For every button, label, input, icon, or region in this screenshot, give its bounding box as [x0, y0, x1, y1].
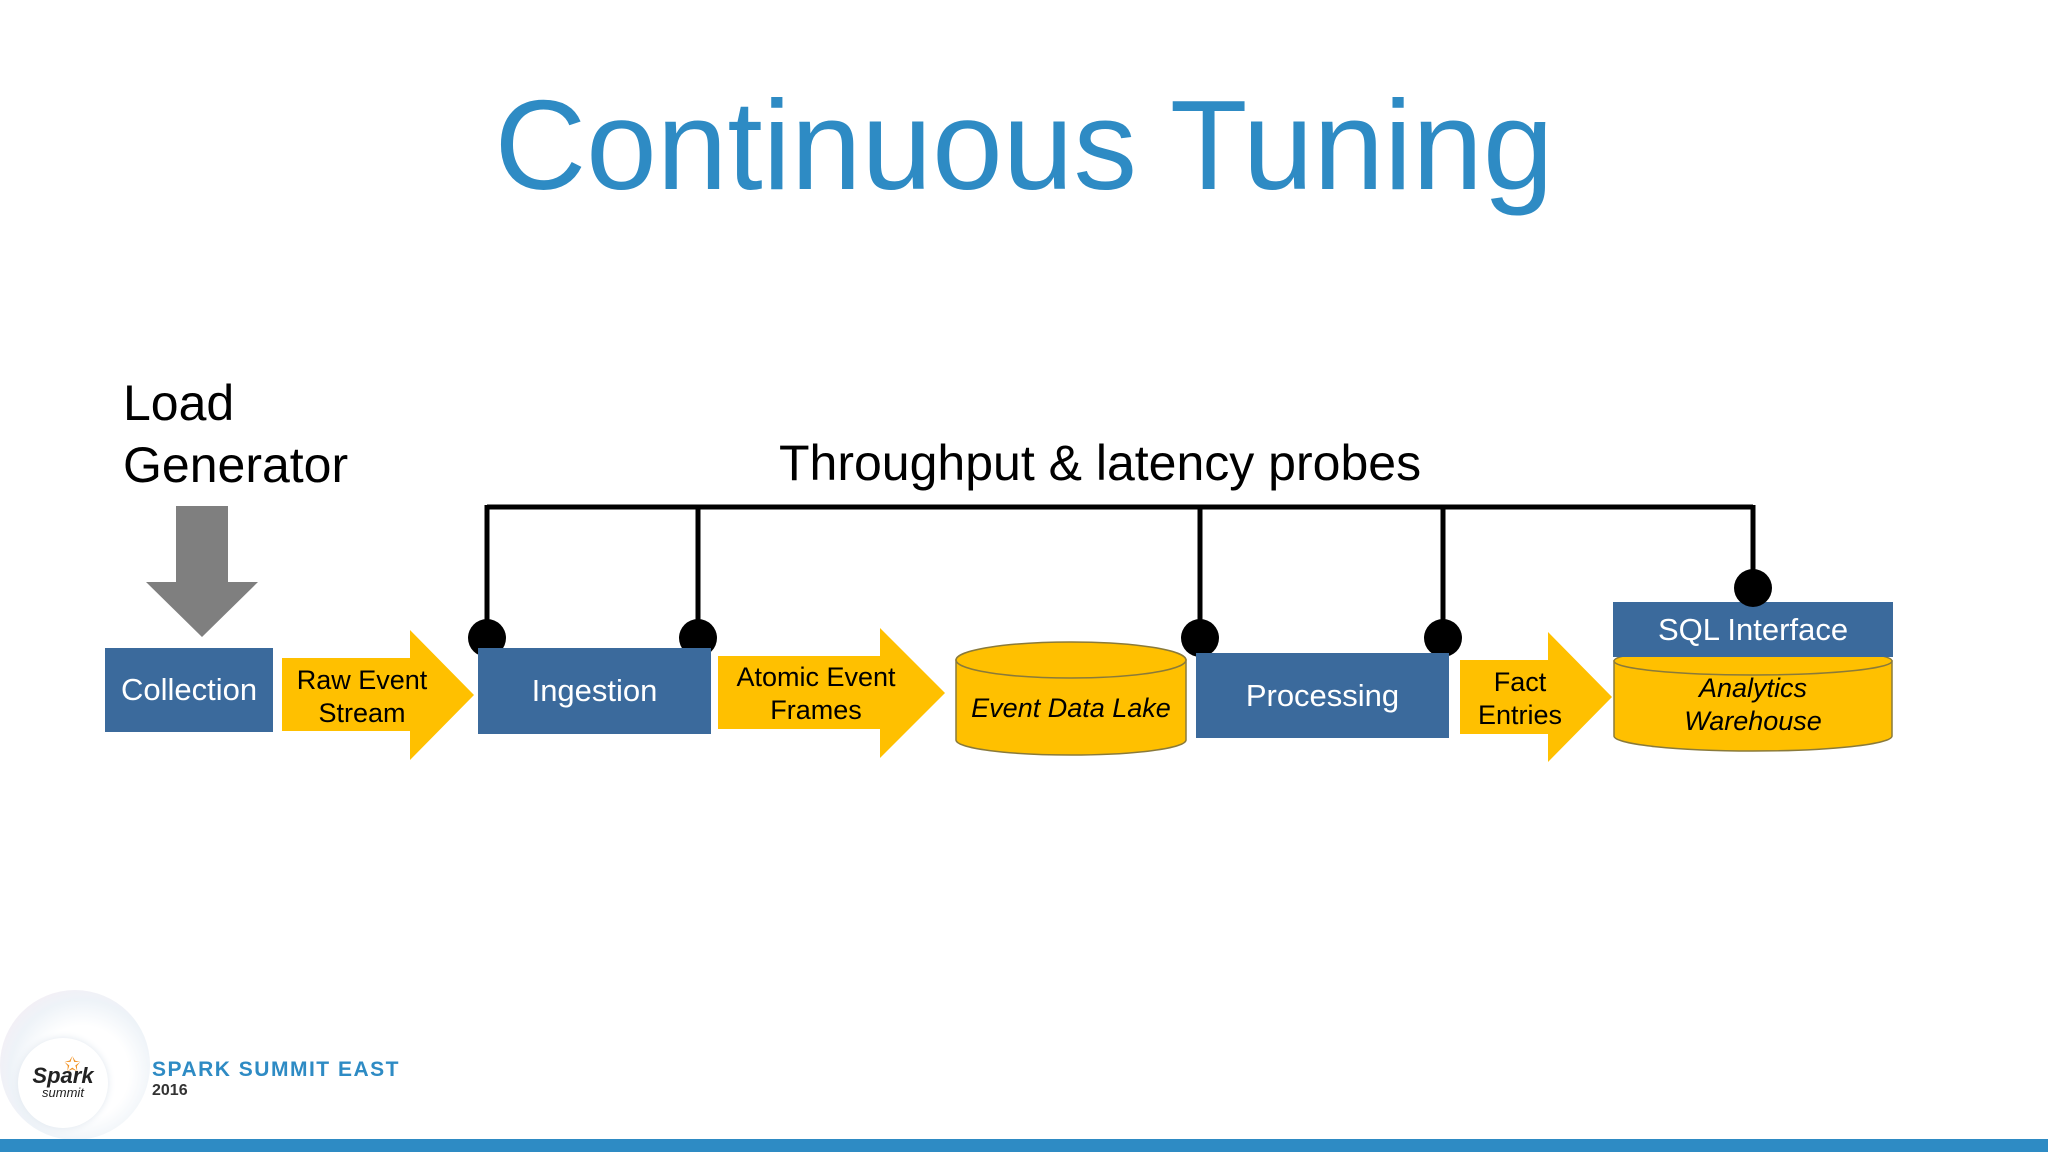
sql-interface-box: SQL Interface — [1613, 602, 1893, 657]
probe-dot — [1424, 619, 1462, 657]
load-generator-line2: Generator — [123, 437, 349, 493]
fact-entries-line2: Entries — [1477, 700, 1563, 730]
atomic-event-frames-line1: Atomic Event — [736, 662, 896, 692]
probes-label: Throughput & latency probes — [779, 435, 1422, 491]
event-data-lake-label: Event Data Lake — [971, 693, 1171, 723]
raw-event-stream-label: Raw Event Stream — [282, 664, 442, 730]
probe-bracket — [484, 504, 1756, 638]
analytics-warehouse-line2: Warehouse — [1684, 706, 1822, 736]
event-data-lake-cylinder — [955, 641, 1187, 756]
event-name: SPARK SUMMIT EAST — [152, 1058, 400, 1081]
slide-title: Continuous Tuning — [494, 74, 1554, 216]
fact-entries-arrow — [1460, 632, 1612, 762]
raw-event-stream-line2: Stream — [318, 698, 406, 728]
logo-word-spark: Spark — [32, 1063, 94, 1088]
collection-box: Collection — [105, 648, 273, 732]
load-generator-arrow — [146, 506, 258, 637]
probe-dot — [468, 619, 506, 657]
logo-word-summit: summit — [42, 1085, 84, 1100]
raw-event-stream-line1: Raw Event — [296, 665, 428, 695]
probe-dot — [679, 619, 717, 657]
atomic-event-frames-label: Atomic Event Frames — [720, 661, 912, 727]
analytics-warehouse-line1: Analytics — [1698, 673, 1808, 703]
atomic-event-frames-arrow — [718, 628, 945, 758]
atomic-event-frames-line2: Frames — [770, 695, 862, 725]
fact-entries-label: Fact Entries — [1460, 666, 1580, 732]
processing-box: Processing — [1196, 653, 1449, 738]
load-generator-line1: Load — [123, 375, 235, 431]
raw-event-stream-arrow — [282, 630, 474, 760]
ingestion-box: Ingestion — [478, 648, 711, 734]
spark-star-icon: ✩ — [64, 1054, 81, 1076]
load-generator-label: Load Generator — [123, 372, 348, 496]
spark-summit-logo: Spark summit — [18, 1038, 108, 1128]
probe-dot — [1181, 619, 1219, 657]
event-year: 2016 — [152, 1082, 188, 1099]
fact-entries-line1: Fact — [1493, 667, 1547, 697]
analytics-warehouse-label: Analytics Warehouse — [1614, 672, 1892, 738]
footer-bar — [0, 1139, 2048, 1152]
